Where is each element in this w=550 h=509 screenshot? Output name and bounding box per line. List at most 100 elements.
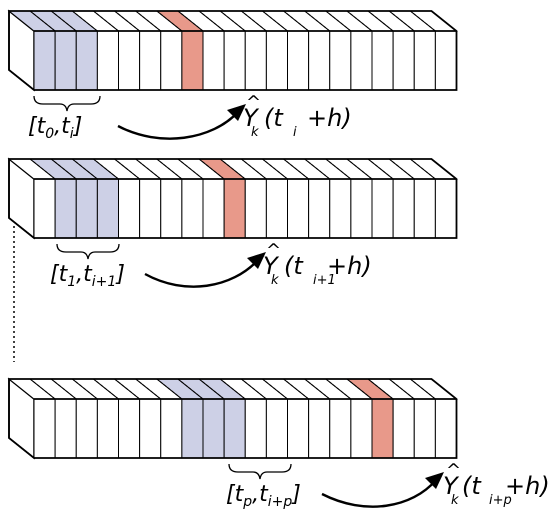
strip-1-window-label: [t0,ti] bbox=[28, 114, 82, 142]
strip-1-window-brace bbox=[33, 95, 101, 112]
strip-3-cell-14-front bbox=[308, 398, 331, 459]
strip-1-top-hatch-4 bbox=[93, 10, 119, 32]
strip-2-top-hatch-11 bbox=[241, 158, 267, 180]
strip-1-top-hatch-12 bbox=[262, 10, 288, 32]
strip-1-cell-19-front bbox=[413, 30, 436, 91]
strip-1-forecast-label: Y ^ k (t i +h) bbox=[243, 92, 352, 140]
strip-3-top-hatch-13 bbox=[283, 378, 309, 400]
strip-1-top-hatch-10 bbox=[219, 10, 246, 32]
strip-1-top-hatch-19 bbox=[410, 10, 436, 32]
strip-2-top-hatch-9 bbox=[198, 158, 225, 180]
svg-text:i+1: i+1 bbox=[313, 273, 336, 288]
strip-2-cell-16-front bbox=[350, 178, 373, 239]
strip-2-top-hatch-8 bbox=[177, 158, 204, 180]
strip-2-cell-19-front bbox=[413, 178, 436, 239]
strip-1-cells bbox=[7, 9, 458, 92]
svg-text:i+p: i+p bbox=[489, 493, 512, 508]
strip-1-cell-20-front bbox=[434, 30, 457, 91]
strip-2-cell-1-front bbox=[33, 178, 56, 239]
svg-text:+h): +h) bbox=[505, 472, 550, 500]
strip-1-cell-13-front bbox=[287, 30, 310, 91]
strip-1-top-hatch-7 bbox=[156, 10, 183, 32]
svg-text:(t: (t bbox=[462, 472, 482, 500]
strip-3-arrowhead bbox=[425, 472, 444, 489]
strip-3-top-hatch-16 bbox=[346, 378, 373, 400]
strip-2-cell-15-front bbox=[329, 178, 352, 239]
strip-3-top-hatch-1 bbox=[29, 378, 56, 400]
strip-2-cell-13-front bbox=[287, 178, 310, 239]
strip-3-cell-5-front bbox=[118, 398, 141, 459]
strip-2-top-hatch-12 bbox=[262, 158, 288, 180]
strip-3-top-hatch-6 bbox=[135, 378, 162, 400]
strip-3: [tp,ti+p] Y ^ k (t i+p +h) bbox=[7, 377, 550, 509]
strip-2-top-hatch-1 bbox=[29, 158, 56, 180]
strip-2-top-hatch-5 bbox=[114, 158, 140, 180]
strip-2-top-hatch-7 bbox=[156, 158, 183, 180]
strip-2-top-hatch-10 bbox=[219, 158, 246, 180]
strip-3-cell-11-front bbox=[244, 398, 267, 459]
strip-2-cell-3-front bbox=[75, 178, 98, 239]
strip-3-cell-9-front bbox=[202, 398, 225, 459]
svg-text:^: ^ bbox=[446, 460, 461, 481]
strip-3-cell-3-front bbox=[75, 398, 98, 459]
strip-1-cell-6-front bbox=[139, 30, 162, 91]
strip-1-cell-1-front bbox=[33, 30, 56, 91]
strip-2-top-hatch-13 bbox=[283, 158, 309, 180]
strip-2-window-brace bbox=[56, 243, 120, 260]
strip-1-top-hatch-5 bbox=[114, 10, 140, 32]
strip-3-top-hatch-2 bbox=[50, 378, 77, 400]
strip-3-cell-7-front bbox=[160, 398, 183, 459]
strip-1-top-hatch-6 bbox=[135, 10, 162, 32]
strip-1-cell-9-front bbox=[202, 30, 225, 91]
strip-2-cell-14-front bbox=[308, 178, 331, 239]
strip-3-cell-16-front bbox=[350, 398, 373, 459]
strip-1-top-hatch-9 bbox=[198, 10, 225, 32]
strip-1-cell-11-front bbox=[244, 30, 267, 91]
strip-3-top-hatch-7 bbox=[156, 378, 183, 400]
strip-1-cell-2-front bbox=[54, 30, 77, 91]
strip-2-top-hatch-15 bbox=[325, 158, 352, 180]
strip-2-top-hatch-16 bbox=[346, 158, 373, 180]
strip-1-top-hatch-15 bbox=[325, 10, 352, 32]
strip-1-top-hatch-16 bbox=[346, 10, 373, 32]
svg-text:(t: (t bbox=[284, 252, 304, 280]
strip-2-top-hatch-14 bbox=[304, 158, 331, 180]
strip-3-top-hatch-4 bbox=[93, 378, 119, 400]
strip-3-cell-2-front bbox=[54, 398, 77, 459]
strip-1: [t0,ti] Y ^ k (t i +h) bbox=[7, 9, 458, 142]
strip-2-cells bbox=[7, 157, 458, 240]
strip-1-cell-18-front bbox=[392, 30, 415, 91]
svg-text:k: k bbox=[451, 493, 459, 508]
strip-3-cell-18-front bbox=[392, 398, 415, 459]
strip-1-top-hatch-8 bbox=[177, 10, 204, 32]
strip-2-cell-18-front bbox=[392, 178, 415, 239]
strip-3-top-hatch-15 bbox=[325, 378, 352, 400]
strip-3-top-hatch-12 bbox=[262, 378, 288, 400]
strip-1-cell-4-front bbox=[96, 30, 119, 91]
strip-2-top-hatch-6 bbox=[135, 158, 162, 180]
strip-1-top-hatch-3 bbox=[72, 10, 98, 32]
svg-text:Y: Y bbox=[243, 104, 260, 132]
strip-1-outline bbox=[8, 10, 458, 91]
svg-text:i: i bbox=[293, 125, 297, 140]
strip-2-cell-9-front bbox=[202, 178, 225, 239]
svg-text:k: k bbox=[251, 125, 259, 140]
strip-3-outline bbox=[8, 378, 458, 459]
svg-text:(t: (t bbox=[264, 104, 284, 132]
strip-1-cell-7-front bbox=[160, 30, 183, 91]
strip-2-cell-8-front bbox=[181, 178, 204, 239]
strip-3-cell-1-front bbox=[33, 398, 56, 459]
strip-2-cell-17-front bbox=[371, 178, 394, 239]
strip-2-cell-7-front bbox=[160, 178, 183, 239]
strip-2-top-hatch-17 bbox=[367, 158, 394, 180]
strip-3-cell-12-front bbox=[265, 398, 288, 459]
svg-text:+h): +h) bbox=[307, 104, 352, 132]
strip-3-top-hatch-19 bbox=[410, 378, 436, 400]
strip-3-top-hatch-5 bbox=[114, 378, 140, 400]
strip-3-top-hatch-17 bbox=[367, 378, 394, 400]
strip-3-cell-8-front bbox=[181, 398, 204, 459]
strip-1-cell-14-front bbox=[308, 30, 331, 91]
strip-1-top-hatch-13 bbox=[283, 10, 309, 32]
strip-1-cell-17-front bbox=[371, 30, 394, 91]
